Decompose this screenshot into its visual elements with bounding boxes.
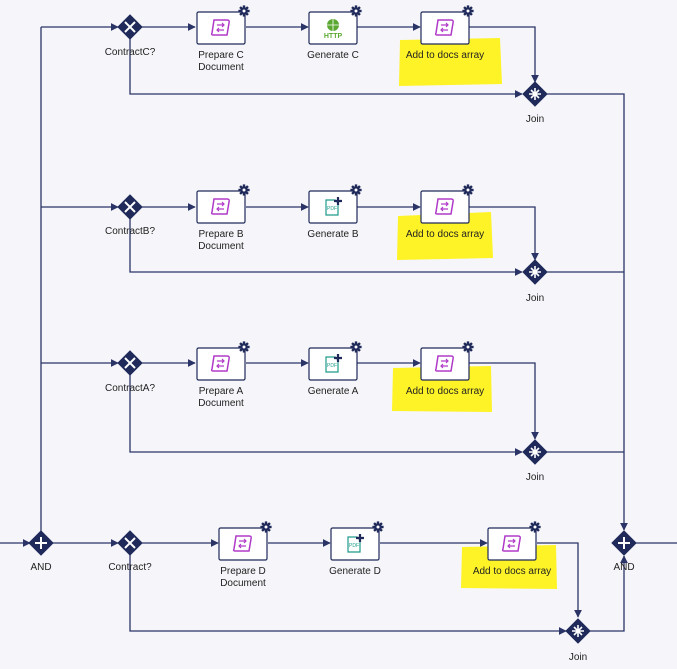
task-generate-c[interactable]: HTTP Generate C [307, 5, 362, 61]
script-icon [210, 355, 230, 372]
task-label-line1: Prepare D [220, 566, 266, 577]
task-add-a[interactable]: Add to docs array [406, 341, 484, 397]
gear-icon[interactable] [238, 184, 250, 196]
gear-icon[interactable] [350, 184, 362, 196]
gear-icon[interactable] [462, 5, 474, 17]
task-label-line1: Generate C [307, 50, 359, 61]
connectors [0, 23, 677, 635]
script-icon [434, 198, 454, 215]
script-icon [501, 535, 521, 552]
task-label-line1: Add to docs array [406, 50, 484, 61]
and-split-gateway[interactable] [28, 530, 54, 556]
http-icon: HTTP [324, 19, 343, 40]
join-gateway-d[interactable] [565, 618, 591, 644]
task-generate-d[interactable]: PDF Generate D [329, 521, 384, 577]
task-label-line2: Document [198, 62, 244, 73]
join-d-label: Join [569, 652, 587, 663]
task-label-line1: Prepare A [199, 386, 244, 397]
pdf-icon: PDF [325, 197, 342, 216]
gear-icon[interactable] [238, 5, 250, 17]
task-generate-b[interactable]: PDF Generate B [307, 184, 362, 240]
pdf-badge-label: PDF [327, 206, 337, 212]
script-icon [232, 535, 252, 552]
task-label-line2: Document [198, 398, 244, 409]
task-label-line1: Generate B [307, 229, 358, 240]
highlight-add-c [399, 38, 502, 86]
xor-gateway-contract-d[interactable] [117, 530, 143, 556]
task-label-line1: Generate D [329, 566, 381, 577]
script-icon [210, 198, 230, 215]
and-split-label: AND [30, 562, 51, 573]
contract-c-label: ContractC? [105, 47, 156, 58]
contract-d-label: Contract? [108, 562, 152, 573]
task-add-d[interactable]: Add to docs array [473, 521, 551, 577]
pdf-icon: PDF [347, 534, 364, 553]
contract-a-label: ContractA? [105, 383, 155, 394]
task-label-line1: Add to docs array [406, 386, 484, 397]
xor-gateway-contract-c[interactable] [117, 14, 143, 40]
task-box[interactable] [196, 190, 246, 224]
join-gateway-c[interactable] [522, 81, 548, 107]
task-label-line1: Generate A [308, 386, 359, 397]
gear-icon[interactable] [238, 341, 250, 353]
task-box[interactable] [420, 190, 470, 224]
http-badge-label: HTTP [324, 33, 343, 40]
gear-icon[interactable] [260, 521, 272, 533]
highlight-add-b [397, 212, 493, 260]
pdf-badge-label: PDF [349, 543, 359, 549]
xor-gateway-contract-b[interactable] [117, 194, 143, 220]
script-icon [434, 19, 454, 36]
task-box[interactable] [420, 11, 470, 45]
join-a-label: Join [526, 472, 544, 483]
join-b-label: Join [526, 293, 544, 304]
task-label-line1: Add to docs array [406, 229, 484, 240]
task-box[interactable] [487, 527, 537, 561]
script-icon [434, 355, 454, 372]
task-label-line1: Prepare B [198, 229, 243, 240]
and-merge-label: AND [613, 562, 634, 573]
task-box[interactable] [420, 347, 470, 381]
pdf-badge-label: PDF [327, 363, 337, 369]
task-box[interactable] [196, 347, 246, 381]
xor-gateway-contract-a[interactable] [117, 350, 143, 376]
task-label-line1: Prepare C [198, 50, 244, 61]
task-box[interactable] [196, 11, 246, 45]
gear-icon[interactable] [372, 521, 384, 533]
task-add-b[interactable]: Add to docs array [406, 184, 484, 240]
task-label-line2: Document [198, 241, 244, 252]
script-icon [210, 19, 230, 36]
task-label-line1: Add to docs array [473, 566, 551, 577]
gear-icon[interactable] [529, 521, 541, 533]
gear-icon[interactable] [350, 5, 362, 17]
gear-icon[interactable] [462, 341, 474, 353]
and-merge-gateway[interactable] [611, 530, 637, 556]
join-c-label: Join [526, 114, 544, 125]
task-generate-a[interactable]: PDF Generate A [308, 341, 362, 397]
task-box[interactable] [218, 527, 268, 561]
contract-b-label: ContractB? [105, 226, 155, 237]
pdf-icon: PDF [325, 354, 342, 373]
task-label-line2: Document [220, 578, 266, 589]
task-add-c[interactable]: Add to docs array [406, 5, 484, 61]
join-gateway-b[interactable] [522, 259, 548, 285]
join-gateway-a[interactable] [522, 439, 548, 465]
gear-icon[interactable] [350, 341, 362, 353]
gear-icon[interactable] [462, 184, 474, 196]
